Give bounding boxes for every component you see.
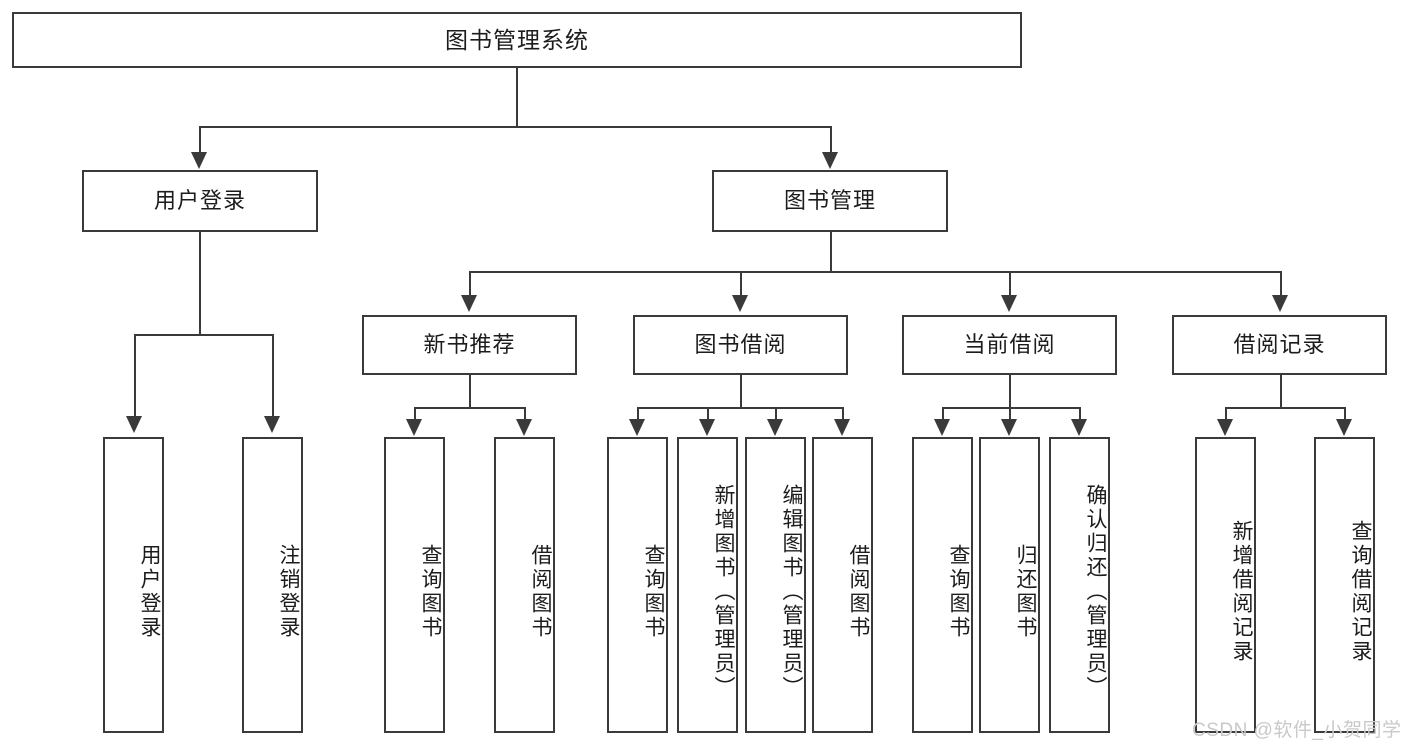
node-root-label: 图书管理系统 <box>445 26 589 53</box>
arrow-cb-to-leaf-2 <box>1001 419 1017 436</box>
arrow-br-to-leaf-1 <box>1217 419 1233 436</box>
edge-bb-to-leaf-4 <box>842 407 844 421</box>
edge-br-stem <box>1280 375 1282 407</box>
arrow-root-to-user-login <box>191 152 207 169</box>
arrow-br-to-leaf-2 <box>1336 419 1352 436</box>
edge-user-login-to-leaf-2 <box>272 334 274 418</box>
node-leaf-borrow-book-1[interactable]: 借阅图书 <box>494 437 555 733</box>
edge-bm-to-new-book <box>469 271 471 297</box>
edge-cb-to-leaf-3 <box>1079 407 1081 421</box>
edge-user-login-stem <box>199 232 201 334</box>
node-leaf-confirm-return[interactable]: 确认归还（管理员） <box>1049 437 1110 733</box>
arrow-bb-to-leaf-4 <box>834 419 850 436</box>
node-leaf-return-book[interactable]: 归还图书 <box>979 437 1040 733</box>
arrow-user-login-to-leaf-2 <box>264 416 280 433</box>
node-book-manage[interactable]: 图书管理 <box>712 170 948 232</box>
node-leaf-query-book-2-label: 查询图书 <box>642 544 665 640</box>
node-leaf-query-record[interactable]: 查询借阅记录 <box>1314 437 1375 733</box>
edge-br-bus <box>1225 407 1344 409</box>
node-leaf-query-book-1-label: 查询图书 <box>419 544 442 640</box>
node-borrow-record[interactable]: 借阅记录 <box>1172 315 1387 375</box>
edge-bm-to-current-borrow <box>1009 271 1011 297</box>
node-leaf-query-book-3[interactable]: 查询图书 <box>912 437 973 733</box>
edge-cb-stem <box>1009 375 1011 407</box>
node-user-login-label: 用户登录 <box>153 188 246 214</box>
node-leaf-logout-label: 注销登录 <box>277 544 300 640</box>
arrow-bb-to-leaf-3 <box>767 419 783 436</box>
node-leaf-add-record[interactable]: 新增借阅记录 <box>1195 437 1256 733</box>
edge-br-to-leaf-1 <box>1225 407 1227 421</box>
node-current-borrow[interactable]: 当前借阅 <box>902 315 1117 375</box>
node-new-book-recommend[interactable]: 新书推荐 <box>362 315 577 375</box>
node-leaf-add-book[interactable]: 新增图书（管理员） <box>677 437 738 733</box>
node-leaf-user-login-label: 用户登录 <box>138 544 161 640</box>
node-leaf-return-book-label: 归还图书 <box>1014 544 1037 640</box>
edge-nbr-stem <box>469 375 471 407</box>
node-leaf-edit-book-label: 编辑图书（管理员） <box>780 484 803 700</box>
edge-bb-stem <box>740 375 742 407</box>
node-leaf-borrow-book-2-label: 借阅图书 <box>847 544 870 640</box>
arrow-cb-to-leaf-3 <box>1071 419 1087 436</box>
node-leaf-borrow-book-1-label: 借阅图书 <box>529 544 552 640</box>
node-leaf-query-book-3-label: 查询图书 <box>947 544 970 640</box>
node-leaf-add-record-label: 新增借阅记录 <box>1230 520 1253 664</box>
edge-br-to-leaf-2 <box>1344 407 1346 421</box>
edge-bb-bus <box>637 407 842 409</box>
node-leaf-edit-book[interactable]: 编辑图书（管理员） <box>745 437 806 733</box>
arrow-nbr-to-leaf-2 <box>516 419 532 436</box>
node-leaf-query-book-1[interactable]: 查询图书 <box>384 437 445 733</box>
edge-root-bus <box>199 126 831 128</box>
edge-cb-to-leaf-2 <box>1009 407 1011 421</box>
edge-book-manage-stem <box>830 232 832 271</box>
edge-bb-to-leaf-3 <box>775 407 777 421</box>
edge-user-login-bus <box>134 334 272 336</box>
node-leaf-add-book-label: 新增图书（管理员） <box>712 484 735 700</box>
arrow-bb-to-leaf-2 <box>699 419 715 436</box>
node-book-manage-label: 图书管理 <box>783 188 876 214</box>
edge-root-stem <box>516 68 518 126</box>
edge-nbr-to-leaf-2 <box>524 407 526 421</box>
node-user-login[interactable]: 用户登录 <box>82 170 318 232</box>
arrow-cb-to-leaf-1 <box>934 419 950 436</box>
node-leaf-query-record-label: 查询借阅记录 <box>1349 520 1372 664</box>
node-leaf-confirm-return-label: 确认归还（管理员） <box>1084 484 1107 700</box>
arrow-bm-to-book-borrow <box>732 295 748 312</box>
node-book-borrow-label: 图书借阅 <box>694 332 787 358</box>
arrow-bm-to-new-book <box>461 295 477 312</box>
node-leaf-logout[interactable]: 注销登录 <box>242 437 303 733</box>
node-root[interactable]: 图书管理系统 <box>12 12 1022 68</box>
node-leaf-user-login[interactable]: 用户登录 <box>103 437 164 733</box>
arrow-bb-to-leaf-1 <box>629 419 645 436</box>
edge-bm-to-book-borrow <box>740 271 742 297</box>
edge-book-manage-bus <box>469 271 1280 273</box>
edge-root-to-user-login <box>199 126 201 154</box>
arrow-root-to-book-manage <box>822 152 838 169</box>
edge-bb-to-leaf-1 <box>637 407 639 421</box>
arrow-nbr-to-leaf-1 <box>406 419 422 436</box>
node-new-book-recommend-label: 新书推荐 <box>423 332 516 358</box>
arrow-bm-to-current-borrow <box>1001 295 1017 312</box>
node-leaf-query-book-2[interactable]: 查询图书 <box>607 437 668 733</box>
edge-cb-to-leaf-1 <box>942 407 944 421</box>
edge-nbr-to-leaf-1 <box>414 407 416 421</box>
node-book-borrow[interactable]: 图书借阅 <box>633 315 848 375</box>
edge-bm-to-borrow-record <box>1280 271 1282 297</box>
node-borrow-record-label: 借阅记录 <box>1233 332 1326 358</box>
node-leaf-borrow-book-2[interactable]: 借阅图书 <box>812 437 873 733</box>
edge-user-login-to-leaf-1 <box>134 334 136 418</box>
arrow-bm-to-borrow-record <box>1272 295 1288 312</box>
node-current-borrow-label: 当前借阅 <box>963 332 1056 358</box>
edge-root-to-book-manage <box>830 126 832 154</box>
edge-bb-to-leaf-2 <box>707 407 709 421</box>
arrow-user-login-to-leaf-1 <box>126 416 142 433</box>
edge-nbr-bus <box>414 407 524 409</box>
